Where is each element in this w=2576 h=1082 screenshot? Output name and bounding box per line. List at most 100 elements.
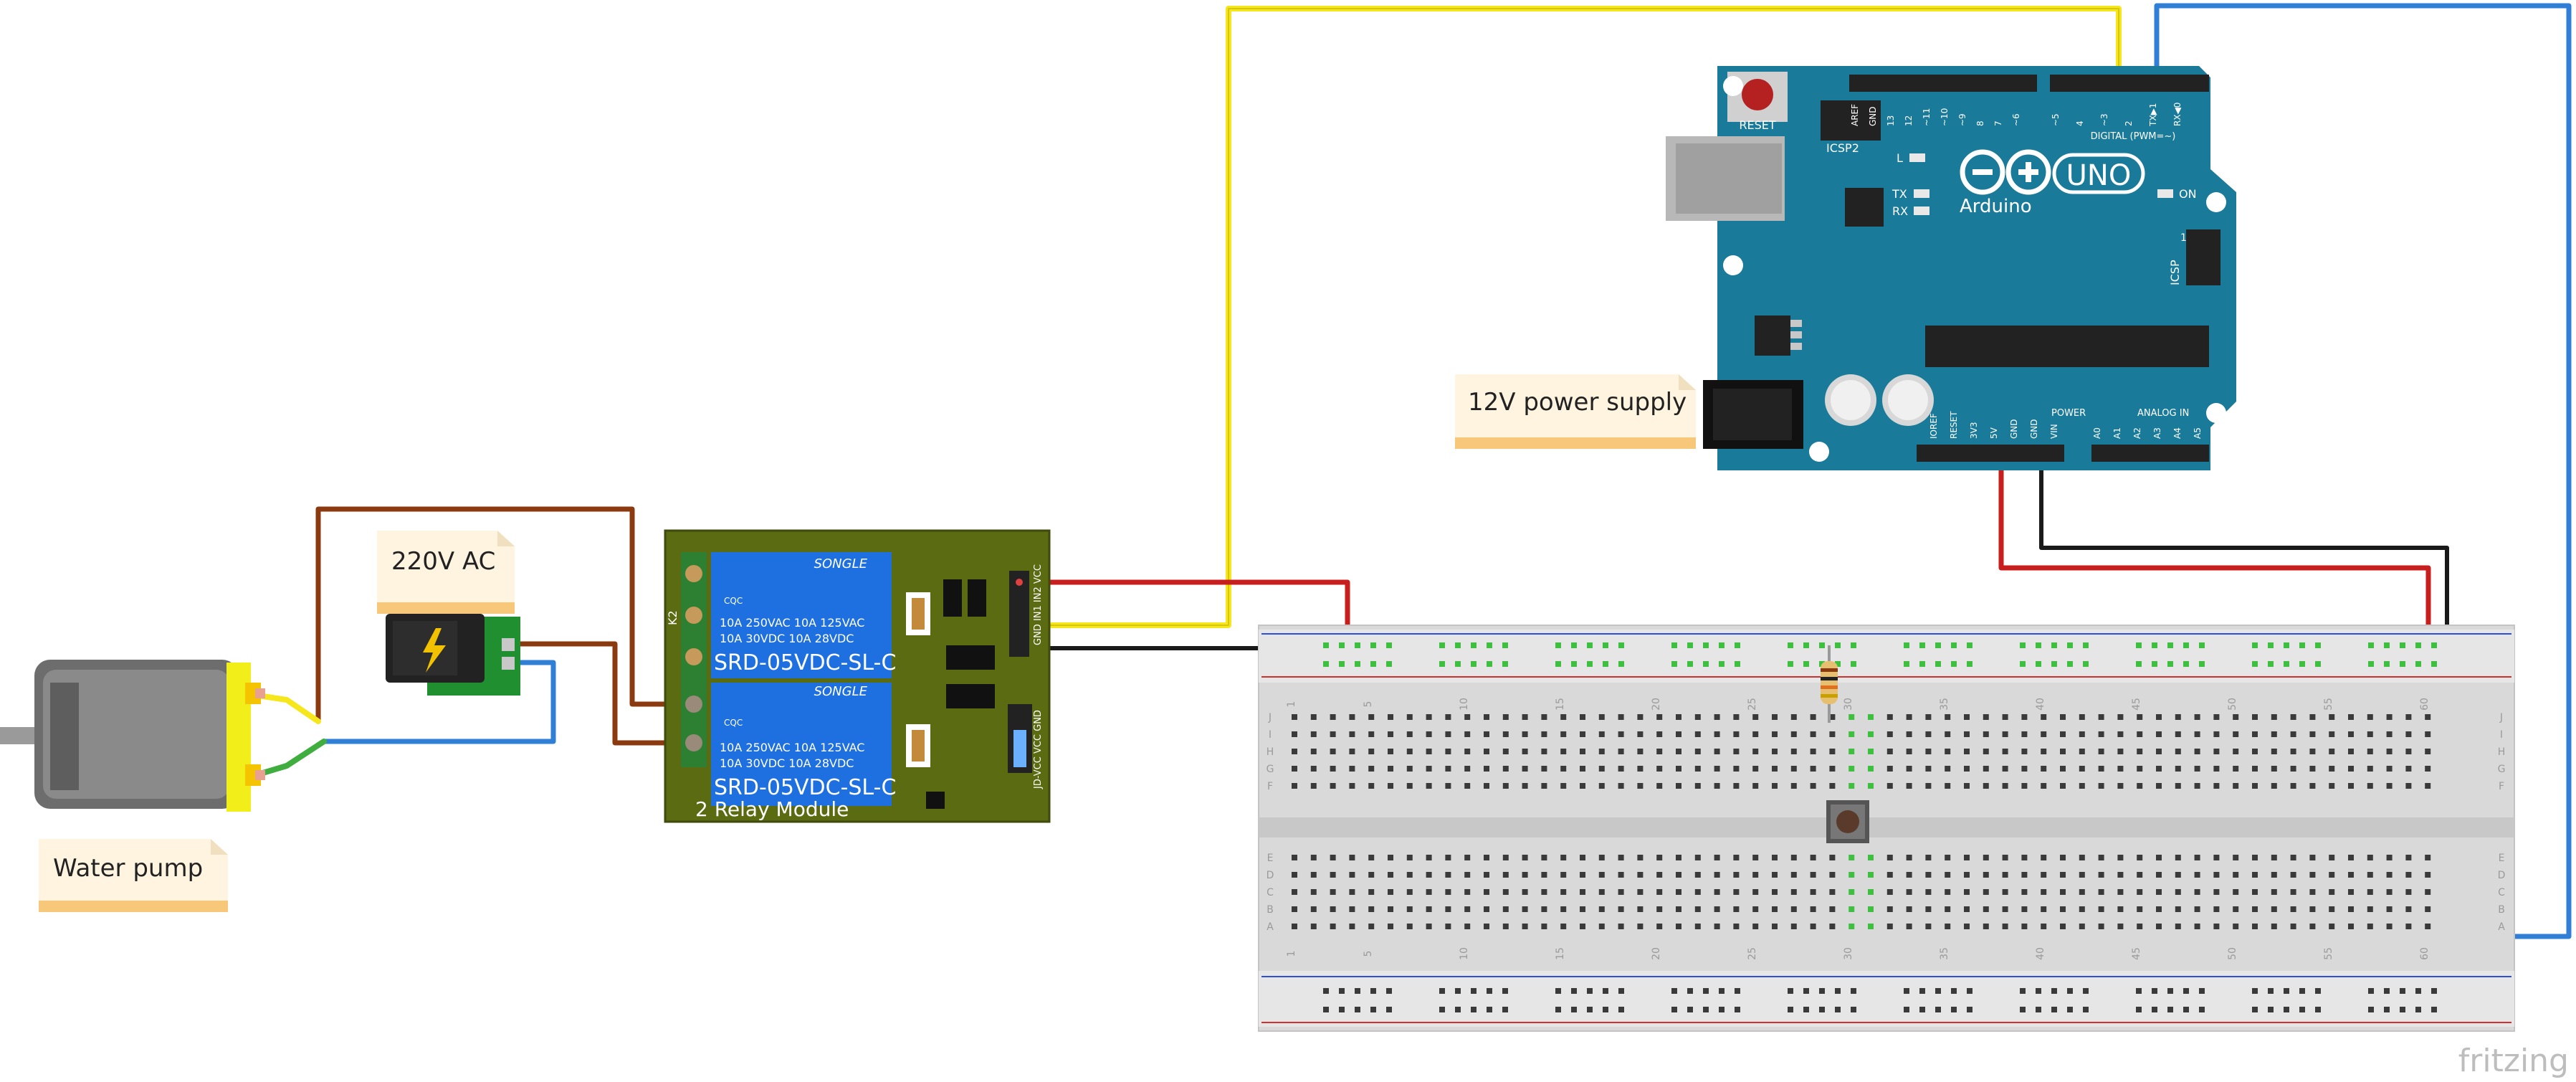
breadboard-col-number: 30 [1843, 698, 1854, 711]
breadboard-col-number: 15 [1555, 947, 1566, 960]
note-ac-text: 220V AC [391, 547, 495, 576]
relay-cert-2: CQC [724, 718, 743, 728]
arduino-pin-label: ~5 [2051, 113, 2061, 126]
brown-wire-1 [315, 506, 692, 724]
breadboard-row-letter: J [2499, 712, 2503, 723]
relay-k2: K2 [666, 610, 679, 625]
relay-title: 2 Relay Module [695, 797, 849, 821]
breadboard-col-number: 25 [1747, 947, 1758, 960]
lightning-icon [423, 628, 446, 673]
breadboard-col-number: 20 [1651, 698, 1662, 711]
ac-adapter [386, 614, 520, 696]
arduino-icsp-one: 1 [2180, 232, 2187, 244]
note-pump-text: Water pump [53, 854, 203, 883]
breadboard-row-letter: B [1266, 904, 1274, 916]
breadboard-row-letter: F [2499, 781, 2504, 792]
arduino-l-label: L [1897, 151, 1903, 165]
arduino-brand-label: Arduino [1960, 196, 2032, 217]
arduino-pin-label: 7 [1993, 120, 2003, 126]
breadboard-row-letter: G [1266, 764, 1274, 775]
arduino-power-label: POWER [2051, 408, 2086, 419]
arduino-analog-pin-label: A0 [2092, 427, 2102, 439]
breadboard-col-number: 35 [1939, 947, 1950, 960]
breadboard-row-letter: H [2498, 746, 2506, 758]
relay-pins-top: GND IN1 IN2 VCC [1033, 564, 1044, 645]
arduino-pin-label: GND [1868, 106, 1878, 126]
arduino-icsp2-label: ICSP2 [1826, 141, 1859, 155]
breadboard-col-number: 25 [1747, 698, 1758, 711]
arduino-power-pin-label: RESET [1949, 411, 1959, 439]
relay-spec-1b: 10A 30VDC 10A 28VDC [720, 632, 854, 645]
arduino-on-label: ON [2179, 187, 2197, 201]
arduino-icsp-label: ICSP [2168, 260, 2182, 285]
arduino-pin-label: ~11 [1922, 108, 1932, 126]
arduino-power-pin-label: 3V3 [1969, 422, 1979, 439]
arduino-tx-label: TX [1892, 187, 1907, 201]
fritzing-watermark: fritzing [2458, 1043, 2569, 1079]
breadboard-col-number: 40 [2035, 698, 2046, 711]
red-wire-5v [1998, 450, 2431, 667]
breadboard-col-number: 60 [2419, 698, 2430, 711]
relay-model-1: SRD-05VDC-SL-C [714, 650, 896, 675]
breadboard-col-number: 5 [1363, 951, 1374, 957]
yellow-lead [255, 693, 321, 724]
relay-spec-2b: 10A 30VDC 10A 28VDC [720, 756, 854, 770]
arduino-uno-label: UNO [2066, 159, 2132, 192]
breadboard-col-number: 10 [1459, 698, 1470, 711]
breadboard-row-letter: C [2498, 887, 2505, 898]
breadboard-col-number: 30 [1843, 947, 1854, 960]
relay-pins-side: JD-VCC VCC GND [1033, 710, 1044, 789]
arduino-pin-label: ~3 [2099, 113, 2109, 126]
arduino-power-pin-label: GND [2029, 419, 2039, 439]
breadboard: 1155101015152020252530303535404045455050… [1258, 625, 2515, 1032]
arduino-pin-label: ~10 [1940, 108, 1950, 126]
arduino-pin-label: TX▶1 [2148, 103, 2158, 127]
arduino-analog-pin-label: A4 [2172, 427, 2183, 439]
breadboard-row-letter: B [2498, 904, 2505, 916]
breadboard-col-number: 55 [2323, 947, 2334, 960]
breadboard-labels: 1155101015152020252530303535404045455050… [1266, 698, 2506, 960]
breadboard-col-number: 45 [2131, 698, 2142, 711]
breadboard-col-number: 40 [2035, 947, 2046, 960]
arduino-analog-pin-label: A1 [2112, 427, 2122, 439]
arduino-pin-label: ~6 [2011, 113, 2021, 126]
relay-brand-2: SONGLE [814, 684, 868, 699]
blue-wire-ac [321, 660, 556, 744]
breadboard-col-number: 55 [2323, 698, 2334, 711]
breadboard-row-letter: E [1267, 853, 1274, 864]
breadboard-row-letter: A [1266, 921, 1274, 933]
arduino-analog-label: ANALOG IN [2137, 408, 2189, 419]
relay-cert-1: CQC [724, 596, 743, 606]
arduino-analog-pin-label: A3 [2152, 427, 2162, 439]
breadboard-col-number: 35 [1939, 698, 1950, 711]
relay-model-2: SRD-05VDC-SL-C [714, 775, 896, 800]
breadboard-row-letter: I [2500, 729, 2503, 741]
breadboard-row-letter: C [1266, 887, 1274, 898]
breadboard-col-number: 15 [1555, 698, 1566, 711]
breadboard-col-number: 60 [2419, 947, 2430, 960]
breadboard-row-letter: D [1266, 870, 1274, 881]
arduino-digital-label: DIGITAL (PWM=~) [2091, 131, 2176, 142]
relay-spec-1a: 10A 250VAC 10A 125VAC [720, 616, 864, 630]
breadboard-holes [1292, 642, 2437, 1012]
breadboard-row-letter: I [1269, 729, 1272, 741]
breadboard-row-letter: A [2498, 921, 2505, 933]
arduino-logo: UNO Arduino [1960, 149, 2145, 217]
arduino-pin-label: 8 [1975, 120, 1985, 126]
arduino-pin-label: ~9 [1957, 113, 1967, 126]
black-wire-gnd [2039, 451, 2449, 647]
breadboard-row-letter: G [2498, 764, 2506, 775]
arduino-pin-label: 12 [1904, 115, 1914, 126]
relay-spec-2a: 10A 250VAC 10A 125VAC [720, 741, 864, 754]
arduino-pin-label: AREF [1850, 104, 1860, 126]
resistor [1821, 645, 1838, 723]
arduino-pin-label: 2 [2124, 120, 2134, 126]
breadboard-col-number: 1 [1286, 701, 1297, 708]
green-lead [255, 739, 327, 777]
arduino-power-pin-label: GND [2009, 419, 2019, 439]
breadboard-row-letter: E [2499, 853, 2505, 864]
